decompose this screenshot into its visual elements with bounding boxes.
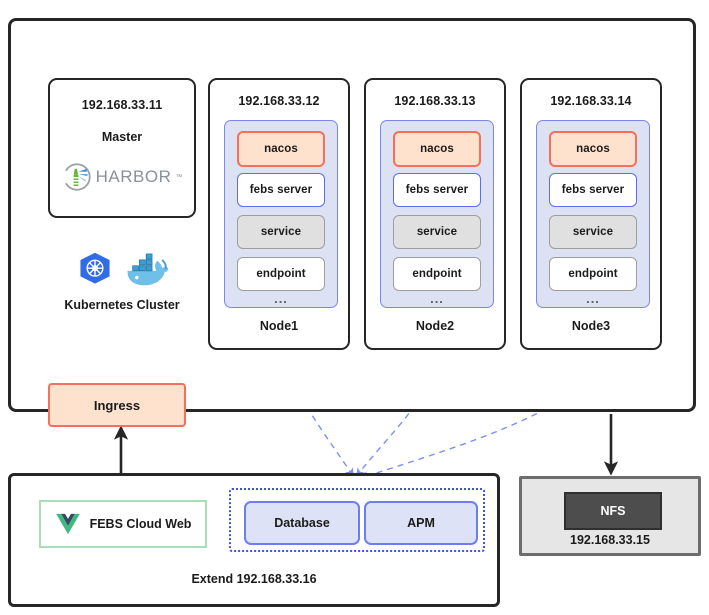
node-box-node3[interactable]: 192.168.33.14 nacos febs server service … (520, 78, 662, 350)
master-host-box[interactable]: 192.168.33.11 Master HARBOR ™ (48, 78, 196, 218)
node1-more-indicator: ... (274, 291, 288, 306)
nfs-container: NFS 192.168.33.15 (519, 476, 701, 556)
master-ip: 192.168.33.11 (81, 98, 163, 112)
extend-services-group: Database APM (229, 488, 485, 552)
node2-label: Node2 (415, 319, 455, 333)
febs-cloud-web-card[interactable]: FEBS Cloud Web (39, 500, 207, 548)
node1-chip-nacos[interactable]: nacos (237, 131, 325, 167)
harbor-logo (62, 163, 91, 191)
node3-label: Node3 (571, 319, 611, 333)
node1-chip-endpoint[interactable]: endpoint (237, 257, 325, 291)
master-role: Master (101, 130, 143, 144)
node2-pod-panel: nacos febs server service endpoint ... (380, 120, 494, 308)
node2-more-indicator: ... (430, 291, 444, 306)
node2-chip-service[interactable]: service (393, 215, 481, 249)
nfs-chip[interactable]: NFS (564, 492, 662, 530)
node2-chip-endpoint[interactable]: endpoint (393, 257, 481, 291)
database-chip[interactable]: Database (244, 501, 360, 545)
node1-chip-febs-server[interactable]: febs server (237, 173, 325, 207)
node3-chip-febs-server[interactable]: febs server (549, 173, 637, 207)
docker-icon (127, 253, 169, 286)
node2-ip: 192.168.33.13 (394, 94, 476, 108)
node1-label: Node1 (259, 319, 299, 333)
extend-container: FEBS Cloud Web Database APM Extend 192.1… (8, 473, 500, 607)
node1-ip: 192.168.33.12 (238, 94, 320, 108)
node3-pod-panel: nacos febs server service endpoint ... (536, 120, 650, 308)
platform-badge: Kubernetes Cluster (48, 250, 196, 322)
harbor-logo-group: HARBOR ™ (50, 162, 194, 192)
node3-chip-endpoint[interactable]: endpoint (549, 257, 637, 291)
platform-label: Kubernetes Cluster (64, 298, 180, 312)
kubernetes-icon (80, 252, 110, 284)
node1-chip-service[interactable]: service (237, 215, 325, 249)
extend-footer-label: Extend 192.168.33.16 (191, 572, 317, 586)
harbor-trademark: ™ (175, 173, 183, 181)
nfs-ip-label: 192.168.33.15 (570, 533, 650, 547)
ingress-box[interactable]: Ingress (48, 383, 186, 427)
node-box-node2[interactable]: 192.168.33.13 nacos febs server service … (364, 78, 506, 350)
harbor-wordmark: HARBOR (95, 167, 172, 186)
node2-chip-febs-server[interactable]: febs server (393, 173, 481, 207)
node1-pod-panel: nacos febs server service endpoint ... (224, 120, 338, 308)
febs-cloud-web-label: FEBS Cloud Web (89, 517, 192, 531)
node3-chip-service[interactable]: service (549, 215, 637, 249)
apm-chip[interactable]: APM (364, 501, 478, 545)
node3-ip: 192.168.33.14 (550, 94, 632, 108)
node3-more-indicator: ... (586, 291, 600, 306)
node3-chip-nacos[interactable]: nacos (549, 131, 637, 167)
node-box-node1[interactable]: 192.168.33.12 nacos febs server service … (208, 78, 350, 350)
node2-chip-nacos[interactable]: nacos (393, 131, 481, 167)
vue-logo (55, 513, 80, 535)
